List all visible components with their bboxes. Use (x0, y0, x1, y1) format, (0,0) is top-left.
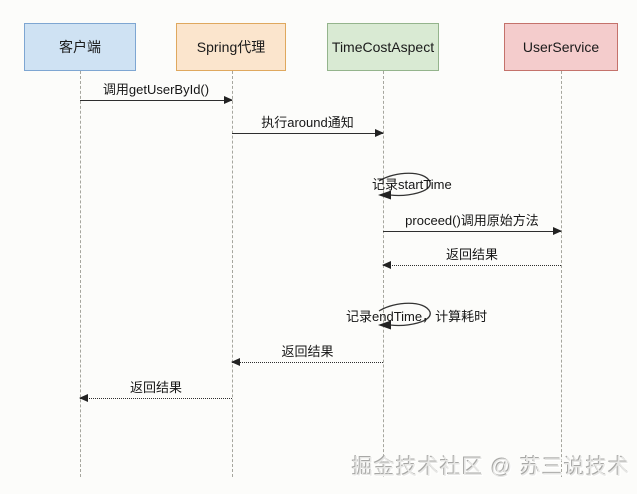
message-label: 调用getUserById() (102, 82, 210, 97)
arrowhead-right-icon (553, 226, 562, 235)
lifeline-timecostaspect (383, 71, 384, 477)
self-message-label: 记录endTime，计算耗时 (346, 309, 488, 324)
message-return-result-to-client: 返回结果 (79, 380, 232, 402)
arrowhead-left-icon (382, 260, 391, 269)
message-label: 返回结果 (445, 247, 498, 262)
message-line (79, 393, 232, 402)
message-line (232, 128, 384, 137)
participant-box-spring-proxy: Spring代理 (176, 23, 286, 71)
self-message-loop-icon (378, 172, 431, 200)
message-line (231, 357, 383, 366)
message-return-result-from-userservice: 返回结果 (382, 247, 561, 269)
self-message-loop-icon (378, 302, 431, 330)
arrowhead-right-icon (224, 95, 233, 104)
lifeline-client (80, 71, 81, 477)
message-execute-around-advice: 执行around通知 (232, 115, 384, 137)
self-message-label: 记录startTime (372, 177, 452, 192)
participant-box-userservice: UserService (504, 23, 618, 71)
message-line (383, 226, 562, 235)
participant-box-timecostaspect: TimeCostAspect (327, 23, 439, 71)
message-proceed-original-method: proceed()调用原始方法 (383, 213, 562, 235)
watermark: 掘金技术社区 @ 苏三说技术 (352, 456, 630, 479)
lifeline-spring-proxy (232, 71, 233, 477)
participant-box-client: 客户端 (24, 23, 136, 71)
message-return-result-to-proxy: 返回结果 (231, 344, 383, 366)
message-line (80, 95, 233, 104)
message-line (382, 260, 561, 269)
message-label: proceed()调用原始方法 (405, 213, 539, 228)
lifeline-userservice (561, 71, 562, 477)
message-label: 返回结果 (129, 380, 182, 395)
arrowhead-right-icon (375, 128, 384, 137)
message-call-getuserbyid: 调用getUserById() (80, 82, 233, 104)
arrowhead-left-icon (231, 357, 240, 366)
arrowhead-left-icon (79, 393, 88, 402)
message-label: 返回结果 (281, 344, 334, 359)
message-label: 执行around通知 (261, 115, 354, 130)
